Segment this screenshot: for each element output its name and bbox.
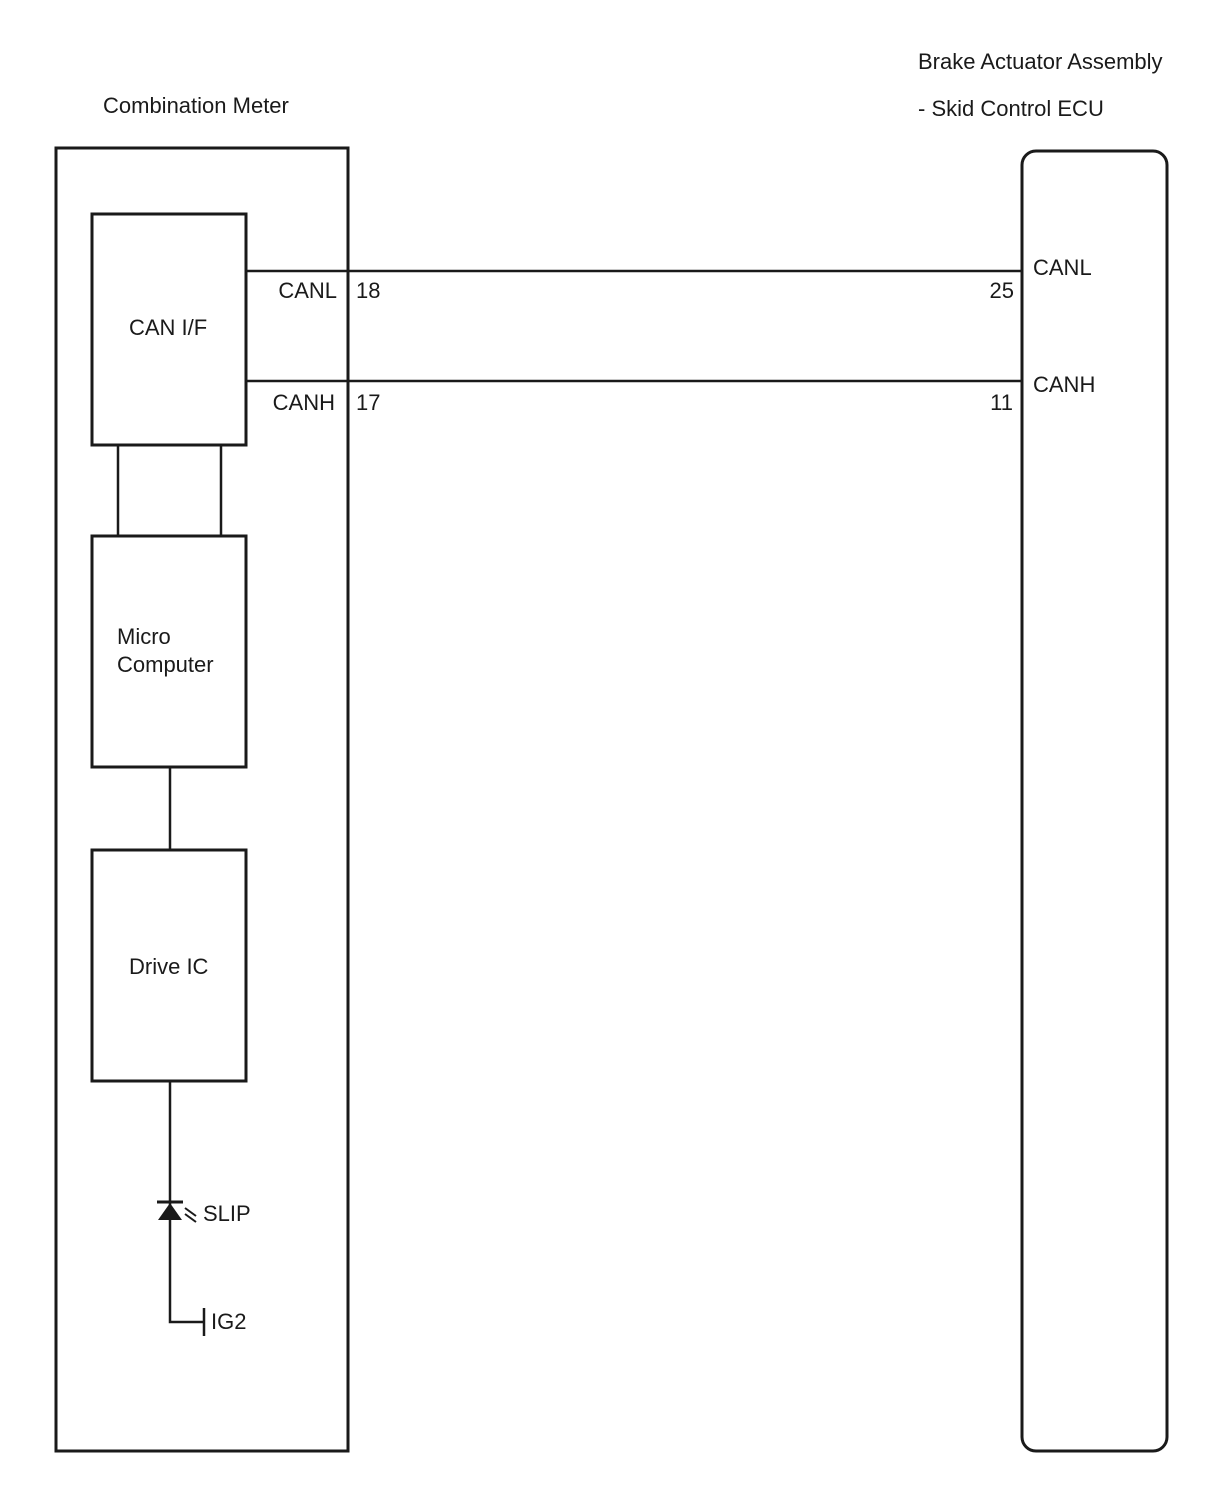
- brake-actuator-title-line2: - Skid Control ECU: [918, 96, 1104, 121]
- slip-led-icon: [157, 1200, 197, 1223]
- canh-left-signal-label: CANH: [273, 390, 335, 415]
- drive-ic-to-ig2-wire: [168, 1081, 203, 1324]
- can-if-label: CAN I/F: [129, 315, 207, 340]
- canl-left-pin-number: 18: [356, 278, 380, 303]
- micro-computer-label-line1: Micro: [117, 624, 171, 649]
- micro-computer-block: [90, 534, 248, 769]
- brake-actuator-title-line1: Brake Actuator Assembly: [918, 49, 1163, 74]
- can-if-block: [90, 212, 248, 447]
- canh-left-pin-number: 17: [356, 390, 380, 415]
- combination-meter-title: Combination Meter: [103, 93, 289, 118]
- slip-label: SLIP: [203, 1201, 251, 1226]
- canh-right-pin-number: 11: [990, 390, 1013, 415]
- canl-right-signal-label: CANL: [1033, 255, 1092, 280]
- canl-left-signal-label: CANL: [278, 278, 337, 303]
- canl-right-pin-number: 25: [990, 278, 1014, 303]
- ig2-label: IG2: [211, 1309, 246, 1334]
- canh-right-signal-label: CANH: [1033, 372, 1095, 397]
- micro-computer-label-line2: Computer: [117, 652, 214, 677]
- skid-control-ecu-box: [1020, 149, 1169, 1453]
- drive-ic-label: Drive IC: [129, 954, 209, 979]
